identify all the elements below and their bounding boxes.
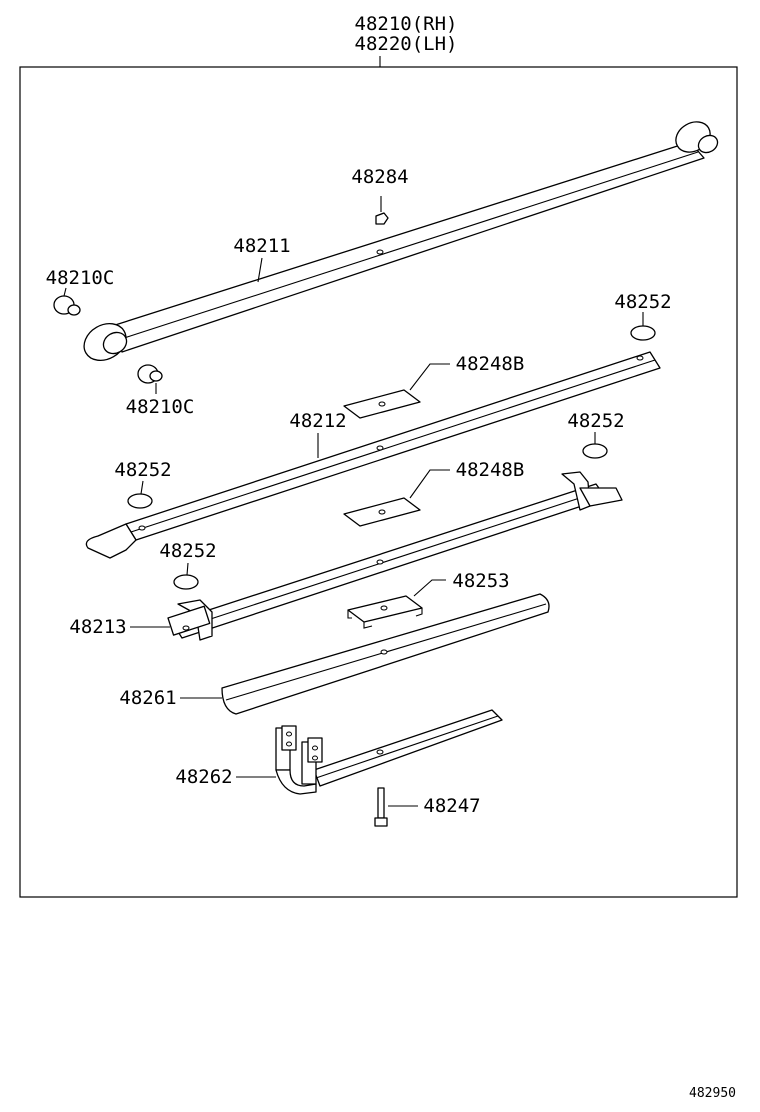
part-label-48252-d[interactable]: 48252 <box>159 540 216 562</box>
part-label-48213[interactable]: 48213 <box>69 616 126 638</box>
diagram-frame <box>19 66 738 898</box>
silencer-48252-a <box>630 312 656 341</box>
part-label-48210c-top[interactable]: 48210C <box>46 267 115 289</box>
bolt-48247 <box>374 787 418 827</box>
part-label-48262[interactable]: 48262 <box>175 766 232 788</box>
main-leaf-48211 <box>83 121 719 362</box>
part-label-48252-a[interactable]: 48252 <box>614 291 671 313</box>
silencer-48252-d <box>173 562 199 590</box>
assembly-label-lh[interactable]: 48220(LH) <box>355 33 458 55</box>
part-label-48247[interactable]: 48247 <box>423 795 480 817</box>
part-label-48248b-b[interactable]: 48248B <box>456 459 525 481</box>
part-label-48211[interactable]: 48211 <box>233 235 290 257</box>
pad-48248b-a <box>343 363 450 419</box>
bushing-48210c-bottom <box>137 364 163 394</box>
leaf-48212 <box>85 351 661 559</box>
leaf-48261 <box>221 593 550 715</box>
part-label-48253[interactable]: 48253 <box>452 570 509 592</box>
bushing-48210c-top <box>53 287 81 316</box>
silencer-48252-c <box>582 432 608 459</box>
leaf-48262 <box>275 709 503 795</box>
part-label-48248b-a[interactable]: 48248B <box>456 353 525 375</box>
part-label-48261[interactable]: 48261 <box>119 687 176 709</box>
part-label-48212[interactable]: 48212 <box>289 410 346 432</box>
diagram-code: 482950 <box>689 1086 736 1101</box>
assembly-label-rh[interactable]: 48210(RH) <box>355 13 458 35</box>
leader-48211 <box>257 257 263 283</box>
pad-48248b-b <box>343 469 450 527</box>
part-label-48252-c[interactable]: 48252 <box>567 410 624 432</box>
silencer-48252-b <box>127 480 153 509</box>
nut-48284 <box>375 196 389 225</box>
part-label-48210c-bottom[interactable]: 48210C <box>126 396 195 418</box>
part-label-48252-b[interactable]: 48252 <box>114 459 171 481</box>
part-label-48284[interactable]: 48284 <box>351 166 408 188</box>
leaf-48213 <box>167 471 623 641</box>
spacer-48253 <box>347 579 446 629</box>
